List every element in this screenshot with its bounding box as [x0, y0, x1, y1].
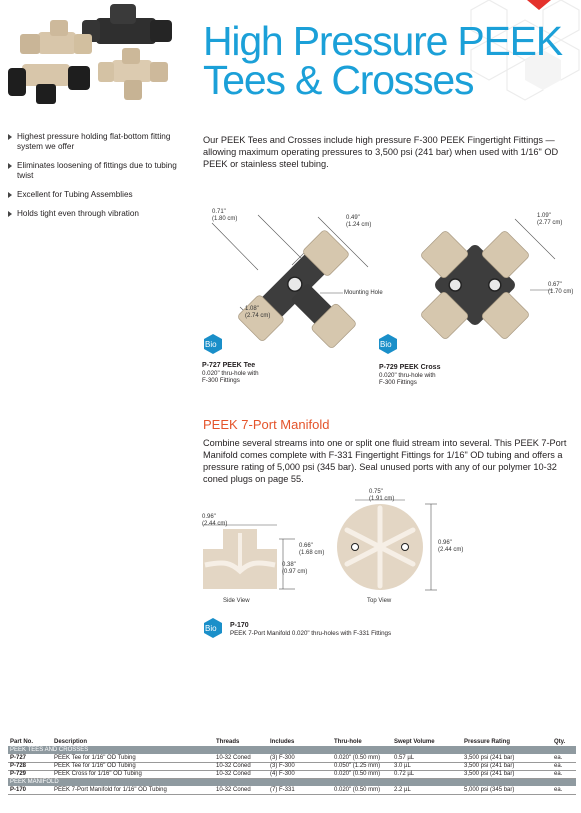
manifold-section-title: PEEK 7-Port Manifold	[203, 417, 330, 432]
side-dim-height-2: 0.38"(0.97 cm)	[282, 562, 308, 575]
col-swept-volume: Swept Volume	[394, 738, 435, 745]
top-view-label: Top View	[367, 598, 392, 604]
parts-table: Part No. Description Threads Includes Th…	[8, 737, 576, 795]
col-thru-hole: Thru-hole	[334, 738, 362, 745]
mounting-hole-label: Mounting Hole	[344, 290, 383, 296]
col-pressure-rating: Pressure Rating	[464, 738, 511, 745]
feature-list: Highest pressure holding flat-bottom fit…	[8, 132, 188, 228]
table-header-row: Part No. Description Threads Includes Th…	[8, 737, 576, 746]
side-view-label: Side View	[223, 598, 250, 604]
feature-item: Highest pressure holding flat-bottom fit…	[8, 132, 188, 152]
tee-diagram	[211, 214, 369, 348]
col-part-no: Part No.	[10, 738, 34, 745]
corner-marker	[527, 0, 551, 10]
cross-diagram	[421, 218, 556, 339]
side-dim-height-1: 0.66"(1.68 cm)	[299, 543, 325, 556]
title-line-1: High Pressure PEEK	[203, 18, 563, 64]
hexagon-background	[470, 0, 580, 101]
side-dim-width: 0.96"(2.44 cm)	[202, 514, 228, 527]
table-group-row: PEEK MANIFOLD	[8, 778, 576, 786]
feature-item: Holds tight even through vibration	[8, 209, 188, 219]
top-dim-width: 0.75"(1.91 cm)	[369, 489, 395, 502]
col-threads: Threads	[216, 738, 240, 745]
col-qty: Qty.	[554, 738, 566, 745]
top-dim-height: 0.96"(2.44 cm)	[438, 540, 464, 553]
title-line-2: Tees & Crosses	[203, 57, 475, 103]
feature-item: Excellent for Tubing Assemblies	[8, 190, 188, 200]
cross-dim-2: 0.67"(1.70 cm)	[548, 282, 574, 295]
page-title: High Pressure PEEK Tees & Crosses	[203, 18, 563, 103]
manifold-description: Combine several streams into one or spli…	[203, 438, 567, 484]
manifold-top-view	[337, 499, 437, 591]
table-group-row: PEEK TEES AND CROSSES	[8, 746, 576, 754]
intro-paragraph: Our PEEK Tees and Crosses include high p…	[203, 135, 559, 169]
bio-icon	[204, 618, 222, 638]
tee-dim-2: 0.49"(1.24 cm)	[346, 215, 372, 228]
manifold-side-view	[203, 524, 295, 590]
tee-dim-1: 0.71"(1.80 cm)	[212, 209, 238, 222]
bio-label: Bio	[205, 340, 217, 349]
feature-item: Eliminates loosening of fittings due to …	[8, 161, 188, 181]
bio-icon	[204, 334, 222, 354]
col-description: Description	[54, 738, 88, 745]
bio-icon	[379, 334, 397, 354]
tee-dim-3: 1.08"(2.74 cm)	[245, 306, 271, 319]
bio-label: Bio	[380, 340, 392, 349]
col-includes: Includes	[270, 738, 295, 745]
cross-dim-1: 1.09"(2.77 cm)	[537, 213, 563, 226]
hero-fittings-image	[8, 4, 172, 104]
bio-label: Bio	[205, 624, 217, 633]
